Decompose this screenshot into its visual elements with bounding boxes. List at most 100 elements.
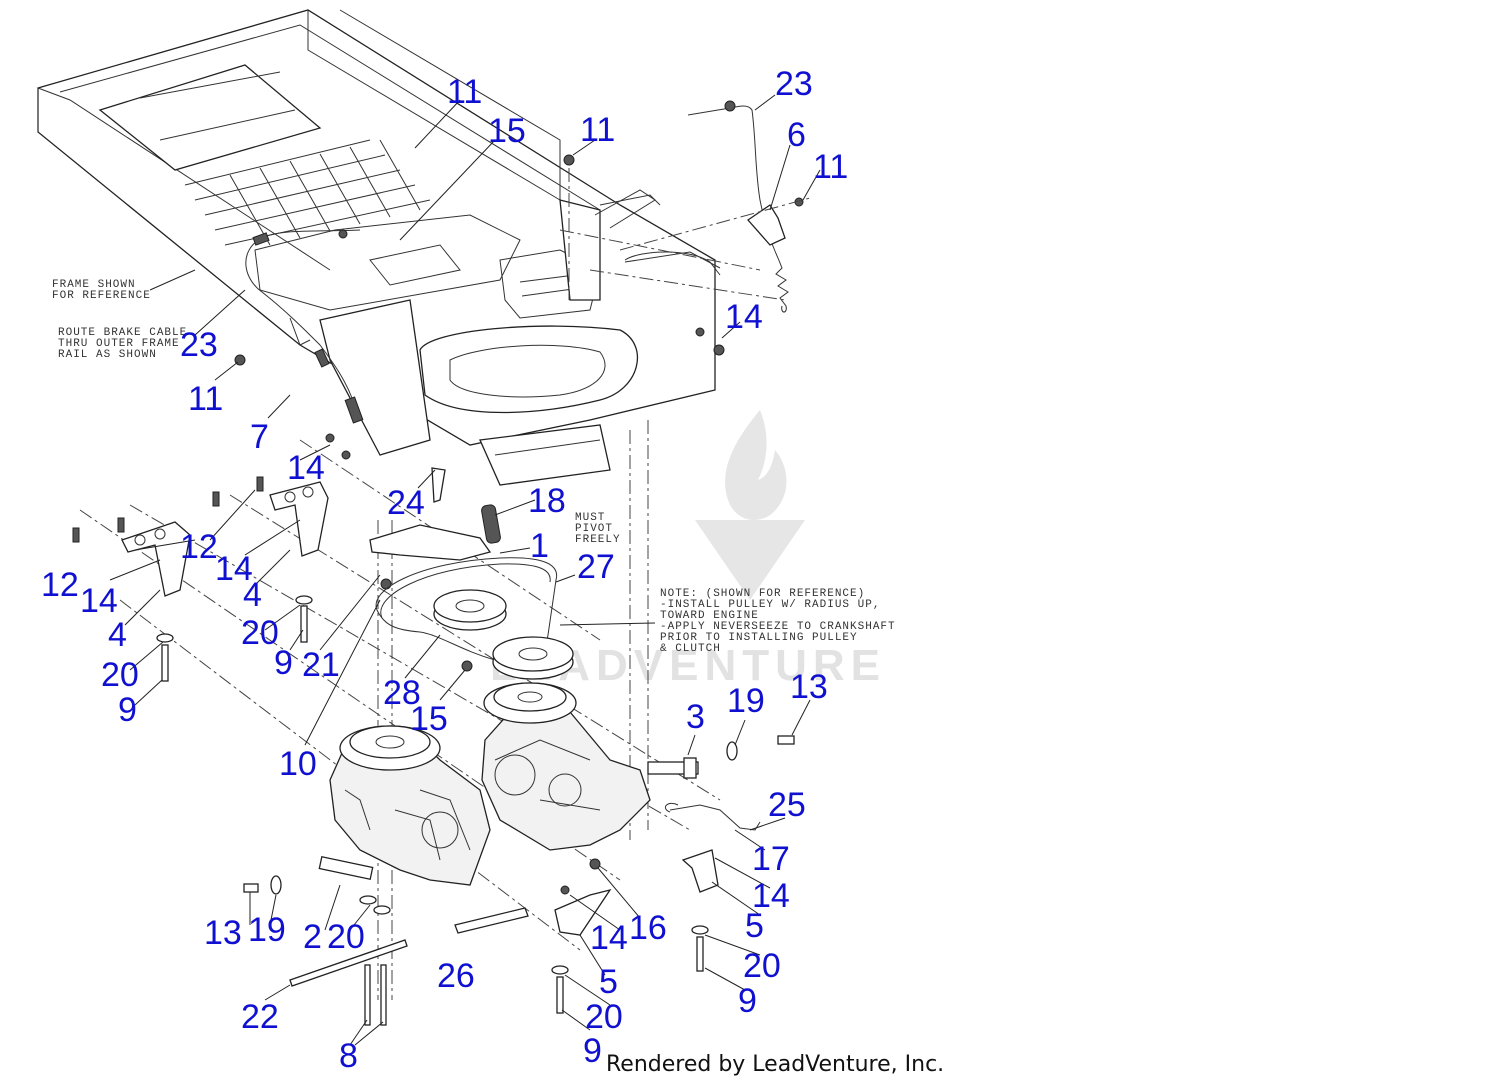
callout-3: 3	[686, 698, 705, 736]
callout-7: 7	[250, 418, 269, 456]
callout-20: 20	[743, 947, 781, 985]
svg-text:FOR REFERENCE: FOR REFERENCE	[52, 290, 151, 302]
note-frame: FRAME SHOWN FOR REFERENCE	[52, 269, 196, 302]
callout-2: 2	[303, 918, 322, 956]
bolt-12	[72, 476, 264, 543]
idler-pulley-28	[433, 589, 507, 631]
callout-14: 14	[287, 449, 325, 487]
cable-spring	[314, 348, 330, 368]
callout-10: 10	[279, 745, 317, 783]
callout-14: 14	[752, 877, 790, 915]
callout-5: 5	[599, 963, 618, 1001]
callout-9: 9	[118, 691, 137, 729]
callout-9: 9	[738, 982, 757, 1020]
callout-12: 12	[41, 566, 79, 604]
tube-26	[454, 907, 529, 934]
callout-4: 4	[108, 616, 127, 654]
callout-22: 22	[241, 998, 279, 1036]
callout-24: 24	[387, 484, 425, 522]
cable-end-fitting	[252, 232, 270, 246]
callout-6: 6	[787, 116, 806, 154]
callout-9: 9	[583, 1032, 602, 1070]
callout-14: 14	[590, 919, 628, 957]
pin-24	[431, 467, 446, 503]
spring-extension	[775, 257, 789, 313]
callout-14: 14	[725, 298, 763, 336]
svg-text:TOWARD ENGINE: TOWARD ENGINE	[660, 610, 759, 622]
svg-text:RAIL AS SHOWN: RAIL AS SHOWN	[58, 349, 157, 361]
bracket-6	[747, 204, 786, 246]
rod-25	[669, 804, 761, 831]
footer-credit: Rendered by LeadVenture, Inc.	[606, 1052, 945, 1077]
callout-21: 21	[302, 646, 340, 684]
washer-19	[726, 741, 738, 761]
transaxle-left	[318, 725, 491, 886]
axle-shaft-3	[683, 757, 697, 779]
callout-23: 23	[775, 65, 813, 103]
bracket-4-right	[269, 481, 329, 557]
bracket-4-left	[121, 521, 191, 597]
callout-12: 12	[180, 528, 218, 566]
mower-frame	[37, 9, 721, 486]
callout-20: 20	[101, 656, 139, 694]
callout-23: 23	[180, 326, 218, 364]
cable-end-ball	[724, 100, 736, 112]
svg-text:THRU OUTER FRAME: THRU OUTER FRAME	[58, 338, 180, 350]
bolt-9-set	[156, 595, 709, 1026]
callout-28: 28	[383, 674, 421, 712]
callout-16: 16	[629, 909, 667, 947]
callout-26: 26	[437, 957, 475, 995]
svg-text:FREELY: FREELY	[575, 534, 621, 546]
svg-text:-APPLY NEVERSEEZE TO CRANKSHAF: -APPLY NEVERSEEZE TO CRANKSHAFT	[660, 621, 896, 633]
spring-18	[481, 504, 501, 544]
leader-lines	[109, 94, 821, 1046]
svg-text:MUST: MUST	[575, 512, 605, 524]
note-pulley: NOTE: (SHOWN FOR REFERENCE) -INSTALL PUL…	[559, 588, 896, 655]
hardware-fasteners	[234, 154, 804, 672]
washer-19-left	[270, 875, 282, 895]
svg-text:NOTE: (SHOWN FOR REFERENCE): NOTE: (SHOWN FOR REFERENCE)	[660, 588, 865, 600]
callout-15: 15	[410, 700, 448, 738]
svg-text:-INSTALL PULLEY W/ RADIUS UP,: -INSTALL PULLEY W/ RADIUS UP,	[660, 599, 880, 611]
svg-text:& CLUTCH: & CLUTCH	[660, 643, 721, 655]
callout-5: 5	[745, 907, 764, 945]
callout-1: 1	[530, 527, 549, 565]
callout-25: 25	[768, 786, 806, 824]
note-pivot: MUST PIVOT FREELY	[575, 512, 621, 546]
callout-20: 20	[241, 614, 279, 652]
callout-14: 14	[80, 582, 118, 620]
brake-cable-left	[245, 229, 361, 399]
callout-13: 13	[204, 914, 242, 952]
callout-13: 13	[790, 668, 828, 706]
svg-text:FRAME SHOWN: FRAME SHOWN	[52, 279, 136, 291]
rod-22	[289, 939, 408, 987]
bolt-13-left	[243, 883, 259, 893]
callout-11: 11	[813, 148, 848, 186]
callout-4: 4	[243, 576, 262, 614]
callout-11: 11	[188, 380, 223, 418]
callout-14: 14	[215, 550, 253, 588]
callouts: 11 15 11 23 6 11 14 23 11 7 14 24 18 1 2…	[41, 65, 848, 1075]
note-route: ROUTE BRAKE CABLE THRU OUTER FRAME RAIL …	[58, 327, 187, 361]
engine-pulley	[492, 636, 574, 680]
callout-20: 20	[327, 918, 365, 956]
bolt-13	[777, 735, 795, 745]
spring-7	[344, 396, 364, 424]
callout-19: 19	[248, 911, 286, 949]
callout-8: 8	[339, 1037, 358, 1075]
svg-text:PRIOR TO INSTALLING PULLEY: PRIOR TO INSTALLING PULLEY	[660, 632, 858, 644]
svg-text:PIVOT: PIVOT	[575, 523, 613, 535]
callout-15: 15	[488, 112, 526, 150]
idler-bracket-1	[369, 524, 492, 561]
callout-19: 19	[727, 682, 765, 720]
bracket-5-right	[681, 849, 719, 893]
callout-11: 11	[580, 111, 615, 149]
callout-9: 9	[274, 644, 293, 682]
callout-27: 27	[577, 548, 615, 586]
callout-11: 11	[447, 73, 482, 111]
callout-17: 17	[752, 840, 790, 878]
callout-20: 20	[585, 998, 623, 1036]
svg-text:ROUTE BRAKE CABLE: ROUTE BRAKE CABLE	[58, 327, 187, 339]
transaxle-right	[481, 682, 699, 851]
